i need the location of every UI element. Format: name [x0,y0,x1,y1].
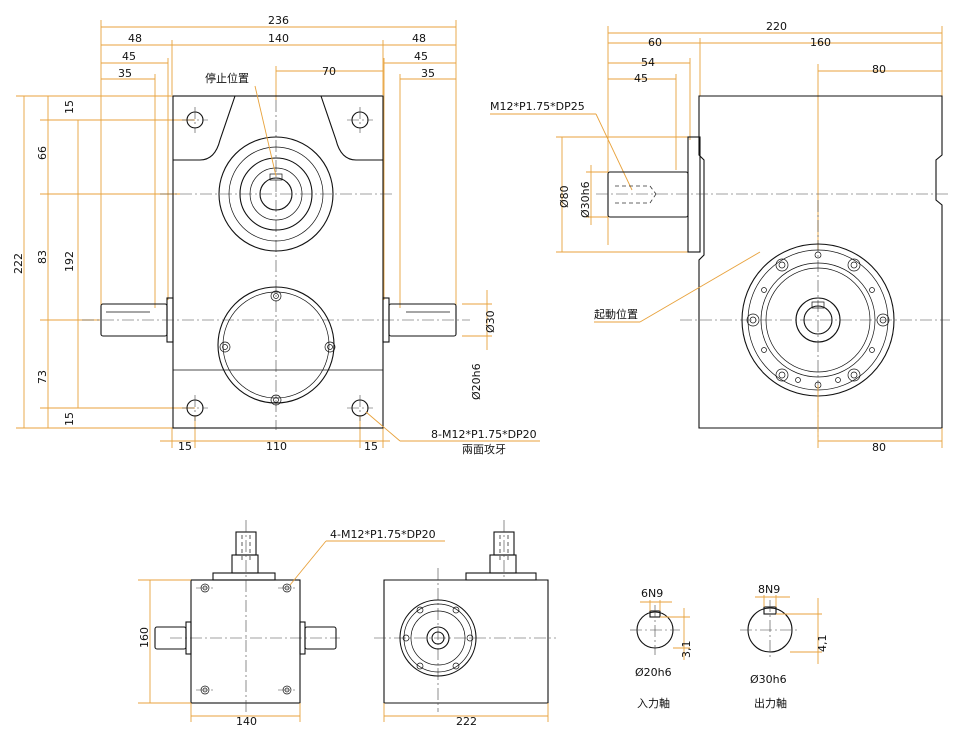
dim-80-top: 80 [872,63,886,76]
side-small-flange [399,599,477,677]
thread-note: M12*P1.75*DP25 [490,100,585,113]
side-small-body [383,579,549,704]
dim-222-height: 222 [12,253,25,274]
housing-outline [172,95,384,429]
front-dim-140: 140 [236,715,257,728]
bottom-side-view: 222 [374,520,556,728]
front-dim-160: 160 [138,627,151,648]
dim-15-br: 15 [364,440,378,453]
keyway-output-detail: 8N9 4,1 Ø30h6 出力軸 [740,583,829,710]
output-shaft [607,171,689,218]
housing-notch-right [320,95,383,161]
stop-position-label: 停止位置 [205,71,249,85]
dim-60: 60 [648,36,662,49]
front-tap-note: 4-M12*P1.75*DP20 [330,528,436,541]
dim-o20h6: Ø20h6 [470,363,483,400]
dim-236: 236 [268,14,289,27]
dim-45-left: 45 [122,50,136,63]
dim-110: 110 [266,440,287,453]
dim-35-left: 35 [118,67,132,80]
dim-70: 70 [322,65,336,78]
dim-15-bottom: 15 [63,412,76,426]
dim-80-bottom: 80 [872,441,886,454]
dim-35-right: 35 [421,67,435,80]
start-position-label: 起動位置 [594,307,638,321]
dim-73: 73 [36,370,49,384]
input-shaft-dia: Ø20h6 [635,666,672,679]
dim-66: 66 [36,146,49,160]
output-key-width: 8N9 [758,583,780,596]
input-key-width: 6N9 [641,587,663,600]
output-key-depth: 4,1 [816,635,829,653]
front-body [190,579,301,704]
dim-192: 192 [63,251,76,272]
side-dim-222: 222 [456,715,477,728]
dim-140: 140 [268,32,289,45]
flange-bolt-holes [746,251,890,389]
dim-45-right: 45 [414,50,428,63]
tap-note: 8-M12*P1.75*DP20 [431,428,537,441]
side-flange [687,136,701,253]
dim-54: 54 [641,56,655,69]
dim-83: 83 [36,250,49,264]
dim-48-left: 48 [128,32,142,45]
input-key-depth: 3,1 [680,641,693,659]
output-shaft-dia: Ø30h6 [750,673,787,686]
housing-notch-left [173,95,236,161]
dim-15-top: 15 [63,100,76,114]
top-view: 236 48 140 48 45 35 70 45 35 222 15 66 8… [12,14,540,456]
dim-45: 45 [634,72,648,85]
dim-220: 220 [766,20,787,33]
side-housing-outline [698,95,943,429]
tap-sub-note: 兩面攻牙 [462,442,506,456]
input-shaft-caption: 入力軸 [637,696,670,710]
dim-o30: Ø30 [484,310,497,333]
output-shaft-caption: 出力軸 [754,696,787,710]
bottom-front-view: 4-M12*P1.75*DP20 160 140 [138,520,445,728]
dim-48-right: 48 [412,32,426,45]
dim-o30h6: Ø30h6 [579,181,592,218]
dim-15-bl: 15 [178,440,192,453]
keyway-input-detail: 6N9 3,1 Ø20h6 入力軸 [630,587,693,710]
side-view: 220 60 160 54 45 80 M12*P1.75*DP25 Ø80 Ø… [490,20,950,454]
dim-o80: Ø80 [558,185,571,208]
input-flange-outer [217,286,335,404]
output-hub-outer [218,136,334,252]
dim-160: 160 [810,36,831,49]
